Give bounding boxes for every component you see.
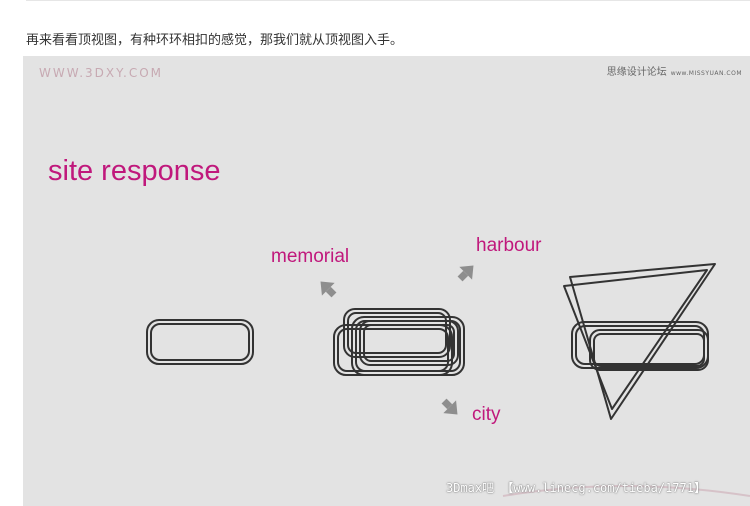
arrow-down-right-icon xyxy=(441,398,458,415)
stroke-group xyxy=(146,263,716,420)
label-harbour: harbour xyxy=(476,235,542,256)
watermark-missyuan-cn: 思缘设计论坛 xyxy=(606,67,667,78)
arrow-group xyxy=(320,265,474,415)
intro-paragraph: 再来看看顶视图，有种环环相扣的感觉，那我们就从顶视图入手。 xyxy=(26,33,404,48)
watermark-linecg: 3Dmax吧 【www.linecg.com/tieba/1771】 xyxy=(446,481,706,495)
label-city: city xyxy=(472,404,501,425)
single-loop-shape xyxy=(146,319,254,365)
arrow-up-right-icon xyxy=(457,265,474,282)
decorative-arc xyxy=(502,485,750,497)
diagram-heading: site response xyxy=(48,155,221,187)
label-memorial: memorial xyxy=(271,246,350,267)
site-diagram xyxy=(146,263,750,497)
arrow-up-left-icon xyxy=(320,281,337,298)
watermark-missyuan-url: www.MISSYUAN.COM xyxy=(670,70,742,77)
interlocked-loops-shape xyxy=(333,308,465,376)
top-divider xyxy=(26,0,750,1)
watermark-3dxy: WWW.3DXY.COM xyxy=(39,66,164,80)
triangle-loop-shape xyxy=(563,263,716,420)
